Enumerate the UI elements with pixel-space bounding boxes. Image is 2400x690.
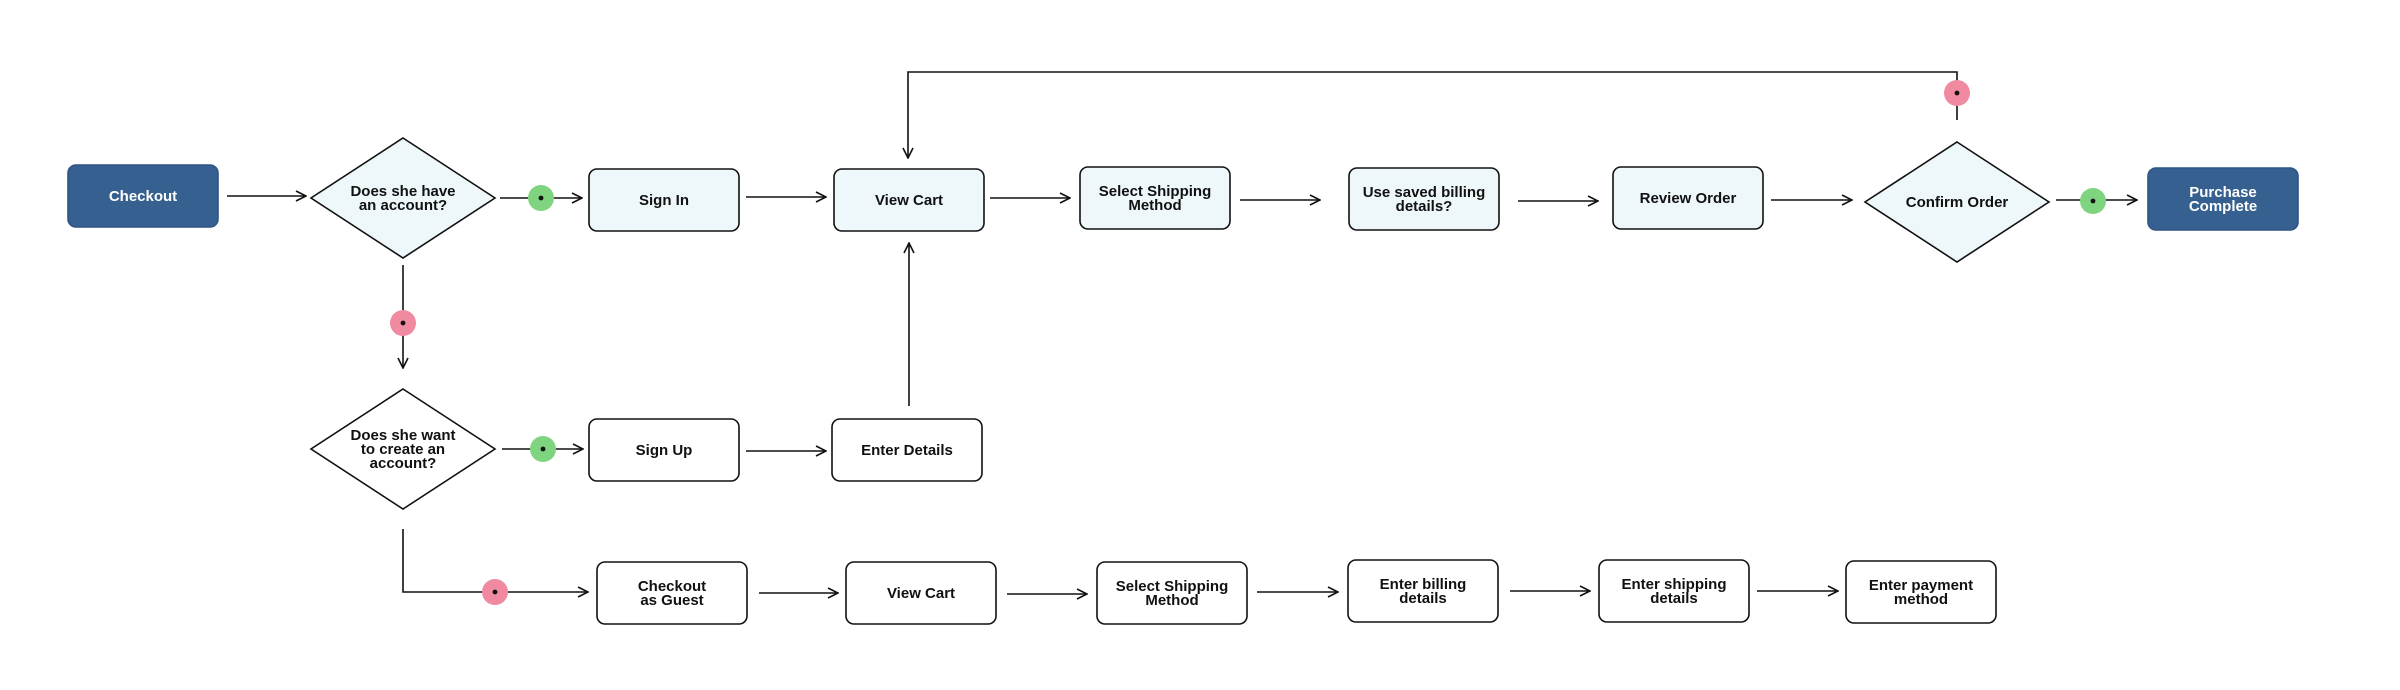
decision-diamond [1863,141,2051,263]
node-review-order[interactable]: Review Order [1612,166,1764,230]
process-box [588,168,740,232]
terminal-box [67,164,219,228]
process-box [1079,166,1231,230]
process-box [588,418,740,482]
process-box [1845,560,1997,624]
node-enter-details[interactable]: Enter Details [831,418,983,482]
process-box [596,561,748,625]
process-box [833,168,985,232]
node-label: Enter Details [861,442,953,459]
decision-diamond [309,388,497,510]
process-box [845,561,997,625]
no-branch-marker-has-account [390,310,416,336]
node-label: Sign In [639,192,689,209]
node-label: Checkout [109,188,177,205]
no-branch-marker-create-account [482,579,508,605]
node-label: Sign Up [636,442,693,459]
yes-branch-marker-confirm-order [2080,188,2106,214]
terminal-box [2147,167,2299,231]
process-box [1096,561,1248,625]
connector-create-account-to-checkout-guest [402,529,588,592]
decision-diamond [309,137,497,259]
connectors [227,71,2137,594]
yes-branch-marker-has-account [528,185,554,211]
node-label: View Cart [875,192,943,209]
process-box [831,418,983,482]
process-box [1348,167,1500,231]
yes-branch-marker-create-account [530,436,556,462]
connector-confirm-order-to-view-cart-1 [908,71,1958,158]
node-label: Confirm Order [1906,194,2009,211]
node-view-cart-2[interactable]: View Cart [845,561,997,625]
node-sign-up[interactable]: Sign Up [588,418,740,482]
process-box [1598,559,1750,623]
node-sign-in[interactable]: Sign In [588,168,740,232]
branch-markers [390,80,2106,605]
process-box [1612,166,1764,230]
node-view-cart-1[interactable]: View Cart [833,168,985,232]
no-branch-marker-confirm-order [1944,80,1970,106]
node-confirm-order[interactable]: Confirm Order [1863,141,2051,263]
node-checkout[interactable]: Checkout [67,164,219,228]
node-label: View Cart [887,585,955,602]
node-label: Review Order [1640,190,1737,207]
process-box [1347,559,1499,623]
